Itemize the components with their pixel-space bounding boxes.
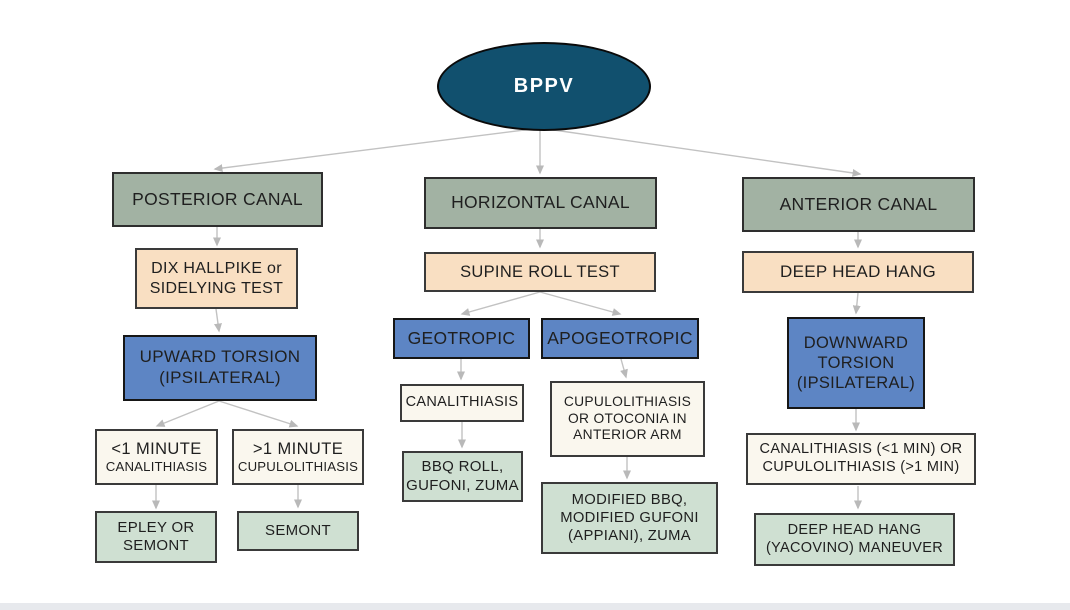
node-line-type: CANALITHIASIS [105,459,208,475]
window-bottom-edge [0,603,1070,610]
node-dix-hallpike-test: DIX HALLPIKE or SIDELYING TEST [135,248,298,309]
node-downward-torsion: DOWNWARD TORSION (IPSILATERAL) [787,317,925,409]
node-supine-roll-test: SUPINE ROLL TEST [424,252,656,292]
node-horizontal-canal: HORIZONTAL CANAL [424,177,657,229]
node-line-duration: <1 MINUTE [111,439,202,458]
node-epley-or-semont: EPLEY OR SEMONT [95,511,217,563]
node-geotropic: GEOTROPIC [393,318,530,359]
node-bbq-roll-gufoni-zuma: BBQ ROLL, GUFONI, ZUMA [402,451,523,502]
node-anterior-canal: ANTERIOR CANAL [742,177,975,232]
node-deep-head-hang-test: DEEP HEAD HANG [742,251,974,293]
node-modified-bbq-gufoni-zuma: MODIFIED BBQ, MODIFIED GUFONI (APPIANI),… [541,482,718,554]
node-bppv-root: BPPV [437,42,651,131]
node-line-type: CUPULOLITHIASIS [237,459,359,475]
node-yacovino-maneuver: DEEP HEAD HANG (YACOVINO) MANEUVER [754,513,955,566]
node-posterior-canal: POSTERIOR CANAL [112,172,323,227]
node-semont: SEMONT [237,511,359,551]
node-apogeotropic: APOGEOTROPIC [541,318,699,359]
node-canalithiasis-or-cupulolithiasis: CANALITHIASIS (<1 MIN) OR CUPULOLITHIASI… [746,433,976,485]
node-line-duration: >1 MINUTE [252,439,344,458]
node-upward-torsion: UPWARD TORSION (IPSILATERAL) [123,335,317,401]
node-cupulolithiasis-otoconia: CUPULOLITHIASIS OR OTOCONIA IN ANTERIOR … [550,381,705,457]
node-canalithiasis: CANALITHIASIS [400,384,524,422]
